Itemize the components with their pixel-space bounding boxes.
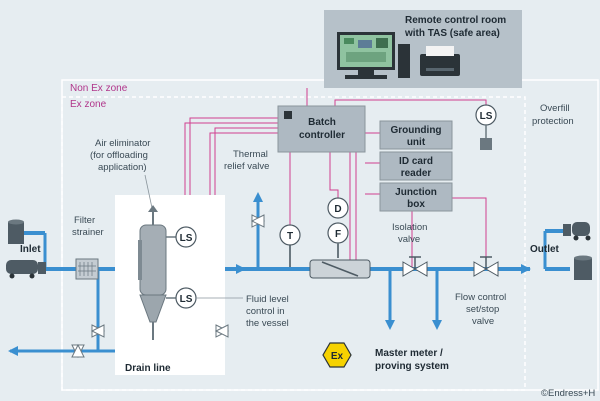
thermal-relief-valve [250, 214, 266, 228]
inlet-tank-icon [8, 219, 24, 244]
density-text: D [334, 204, 341, 215]
printer-icon [420, 46, 460, 76]
air-eliminator-area [115, 195, 225, 375]
batch-controller-box [277, 105, 366, 153]
ls-lower-text: LS [180, 294, 193, 305]
isolation-label-2: valve [398, 234, 420, 245]
filter-strainer [75, 258, 99, 280]
drain-arrow [8, 346, 18, 356]
flow-control-label-1: Flow control [455, 292, 506, 303]
filter-label-1: Filter [74, 215, 95, 226]
overfill-ls-instrument: LS [475, 104, 497, 150]
fluid-level-label-1: Fluid level [246, 294, 289, 305]
isolation-label-1: Isolation [392, 222, 427, 233]
outlet-label: Outlet [530, 244, 560, 255]
outlet-tank-icon [574, 255, 592, 280]
control-room-subtitle: with TAS (safe area) [404, 28, 500, 39]
master-meter-device [309, 259, 371, 279]
drain-line-label: Drain line [125, 363, 171, 374]
ls-upper-instrument: LS [166, 226, 197, 248]
flow-arrow-mid [236, 264, 246, 274]
filter-mesh [78, 262, 96, 276]
thermal-label-1: Thermal [233, 149, 268, 160]
ex-zone-label: Ex zone [70, 99, 107, 110]
overfill-label-2: protection [532, 116, 574, 127]
flow-instrument: F [327, 222, 349, 258]
flow-control-label-2: set/stop [466, 304, 499, 315]
flow-text: F [335, 229, 341, 240]
grounding-label-1: Grounding [390, 125, 441, 136]
air-eliminator-label-1: Air eliminator [95, 138, 150, 149]
drain-valve-right [214, 324, 230, 338]
control-room-title: Remote control room [405, 15, 506, 26]
fluid-level-label-2: control in [246, 306, 285, 317]
master-meter-label-2: proving system [375, 361, 449, 372]
ex-zone-border [61, 96, 526, 391]
isolation-valve [402, 256, 428, 277]
inlet-label: Inlet [20, 244, 41, 255]
ex-symbol-text: Ex [331, 351, 344, 362]
air-eliminator-label-3: application) [98, 162, 147, 173]
overfill-label-1: Overfill [540, 103, 570, 114]
ex-symbol: Ex [322, 342, 352, 368]
air-eliminator-label-2: (for offloading [90, 150, 148, 161]
copyright-text: ©Endress+H [541, 388, 595, 399]
batch-controller-subtitle: controller [299, 130, 345, 141]
idcard-label-2: reader [401, 168, 432, 179]
computer-icon [337, 32, 410, 79]
air-eliminator-vessel [138, 205, 167, 340]
temperature-instrument: T [279, 224, 301, 267]
thermal-relief-arrow [253, 192, 263, 202]
filter-label-2: strainer [72, 227, 104, 238]
density-instrument: D [327, 197, 349, 219]
overfill-ls-text: LS [480, 111, 493, 122]
outlet-truck-icon [563, 222, 591, 241]
master-meter-arrow [385, 320, 395, 330]
junction-label-1: Junction [395, 187, 437, 198]
drain-valve-left [90, 324, 106, 338]
inlet-truck-icon [6, 260, 46, 279]
temperature-text: T [287, 231, 293, 242]
grounding-unit-box [379, 120, 453, 150]
grounding-label-2: unit [407, 137, 426, 148]
thermal-label-2: relief valve [224, 161, 269, 172]
non-ex-zone-label: Non Ex zone [70, 83, 128, 94]
flow-control-valve [473, 256, 499, 277]
drain-valve-bottom [71, 343, 85, 359]
flow-control-arrow [432, 320, 442, 330]
junction-box [379, 182, 453, 212]
idcard-reader-box [379, 151, 453, 181]
ls-upper-text: LS [180, 233, 193, 244]
flow-control-label-3: valve [472, 316, 494, 327]
batch-controller-title: Batch [308, 117, 336, 128]
flow-arrow-outlet [521, 264, 531, 274]
fluid-level-label-3: the vessel [246, 318, 289, 329]
junction-label-2: box [407, 199, 425, 210]
idcard-label-1: ID card [399, 156, 433, 167]
master-meter-label-1: Master meter / [375, 348, 443, 359]
